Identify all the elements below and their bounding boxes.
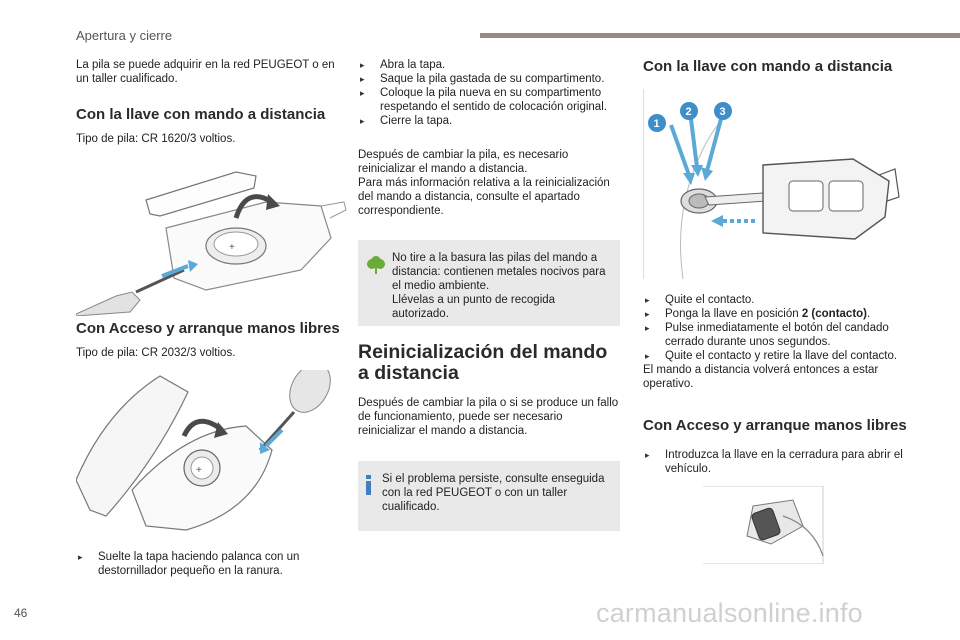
after-change-text: Después de cambiar la pila, es necesario…: [358, 149, 569, 175]
column-2: Abra la tapa. Saque la pila gastada de s…: [358, 58, 620, 531]
tree-icon: [366, 256, 386, 281]
reinit-text: Después de cambiar la pila o si se produ…: [358, 397, 619, 437]
reinit-result: El mando a distancia volverá entonces a …: [643, 364, 879, 390]
battery-steps-list: Abra la tapa. Saque la pila gastada de s…: [358, 58, 620, 128]
list-item: Introduzca la llave en la cerradura para…: [643, 448, 915, 476]
list-item: Coloque la pila nueva en su compartiment…: [358, 86, 620, 114]
list-item: Cierre la tapa.: [358, 114, 620, 128]
step-number-2: 2: [686, 106, 692, 118]
reinit-remote-heading: Con la llave con mando a distancia: [643, 58, 893, 75]
remote-battery-type: Tipo de pila: CR 1620/3 voltios.: [76, 133, 236, 145]
keyless-heading: Con Acceso y arranque manos libres: [76, 320, 340, 337]
svg-text:+: +: [196, 465, 202, 476]
keyless-steps-list: Suelte la tapa haciendo palanca con un d…: [76, 550, 348, 578]
step-number-1: 1: [654, 118, 660, 130]
ignition-position: 2 (contacto): [801, 308, 867, 320]
list-item: Abra la tapa.: [358, 58, 620, 72]
reinit-heading: Reinicialización del mando a distancia: [358, 341, 608, 384]
environment-note-text: No tire a la basura las pilas del mando …: [392, 252, 606, 292]
column-3: Con la llave con mando a distancia: [642, 58, 915, 565]
column-1: La pila se puede adquirir en la red PEUG…: [75, 58, 348, 578]
list-item: Suelte la tapa haciendo palanca con un d…: [76, 550, 348, 578]
list-item: Quite el contacto y retire la llave del …: [643, 349, 915, 363]
reinit-steps-list: Quite el contacto. Ponga la llave en pos…: [643, 293, 915, 363]
keyless-unlock-steps: Introduzca la llave en la cerradura para…: [643, 448, 915, 476]
info-icon: [366, 475, 372, 500]
environment-note: No tire a la basura las pilas del mando …: [358, 240, 620, 326]
keyless-battery-type: Tipo de pila: CR 2032/3 voltios.: [76, 347, 236, 359]
ignition-key-illustration: 1 2 3: [642, 89, 915, 280]
after-change-block: Después de cambiar la pila, es necesario…: [358, 148, 620, 218]
remote-key-battery-illustration: +: [75, 158, 348, 317]
svg-text:+: +: [229, 242, 235, 253]
remote-key-heading: Con la llave con mando a distancia: [76, 106, 326, 123]
list-item: Pulse inmediatamente el botón del candad…: [643, 321, 915, 349]
door-lock-illustration: [643, 485, 915, 565]
environment-note-action: Llévelas a un punto de recogida autoriza…: [392, 294, 556, 320]
watermark: carmanualsonline.info: [596, 598, 863, 628]
list-item: Saque la pila gastada de su compartiment…: [358, 72, 620, 86]
after-change-info: Para más información relativa a la reini…: [358, 177, 610, 217]
list-item: Ponga la llave en posición 2 (contacto).: [643, 307, 915, 321]
section-title: Apertura y cierre: [76, 28, 173, 43]
header-accent-bar: [480, 33, 960, 38]
list-item: Quite el contacto.: [643, 293, 915, 307]
keyless-unlock-heading: Con Acceso y arranque manos libres: [643, 417, 907, 434]
intro-text: La pila se puede adquirir en la red PEUG…: [76, 59, 335, 85]
keyless-battery-illustration: +: [75, 363, 348, 540]
info-note: Si el problema persiste, consulte ensegu…: [358, 461, 620, 531]
page-number: 46: [14, 606, 28, 620]
info-note-text: Si el problema persiste, consulte ensegu…: [382, 473, 605, 513]
step-number-3: 3: [720, 106, 726, 118]
